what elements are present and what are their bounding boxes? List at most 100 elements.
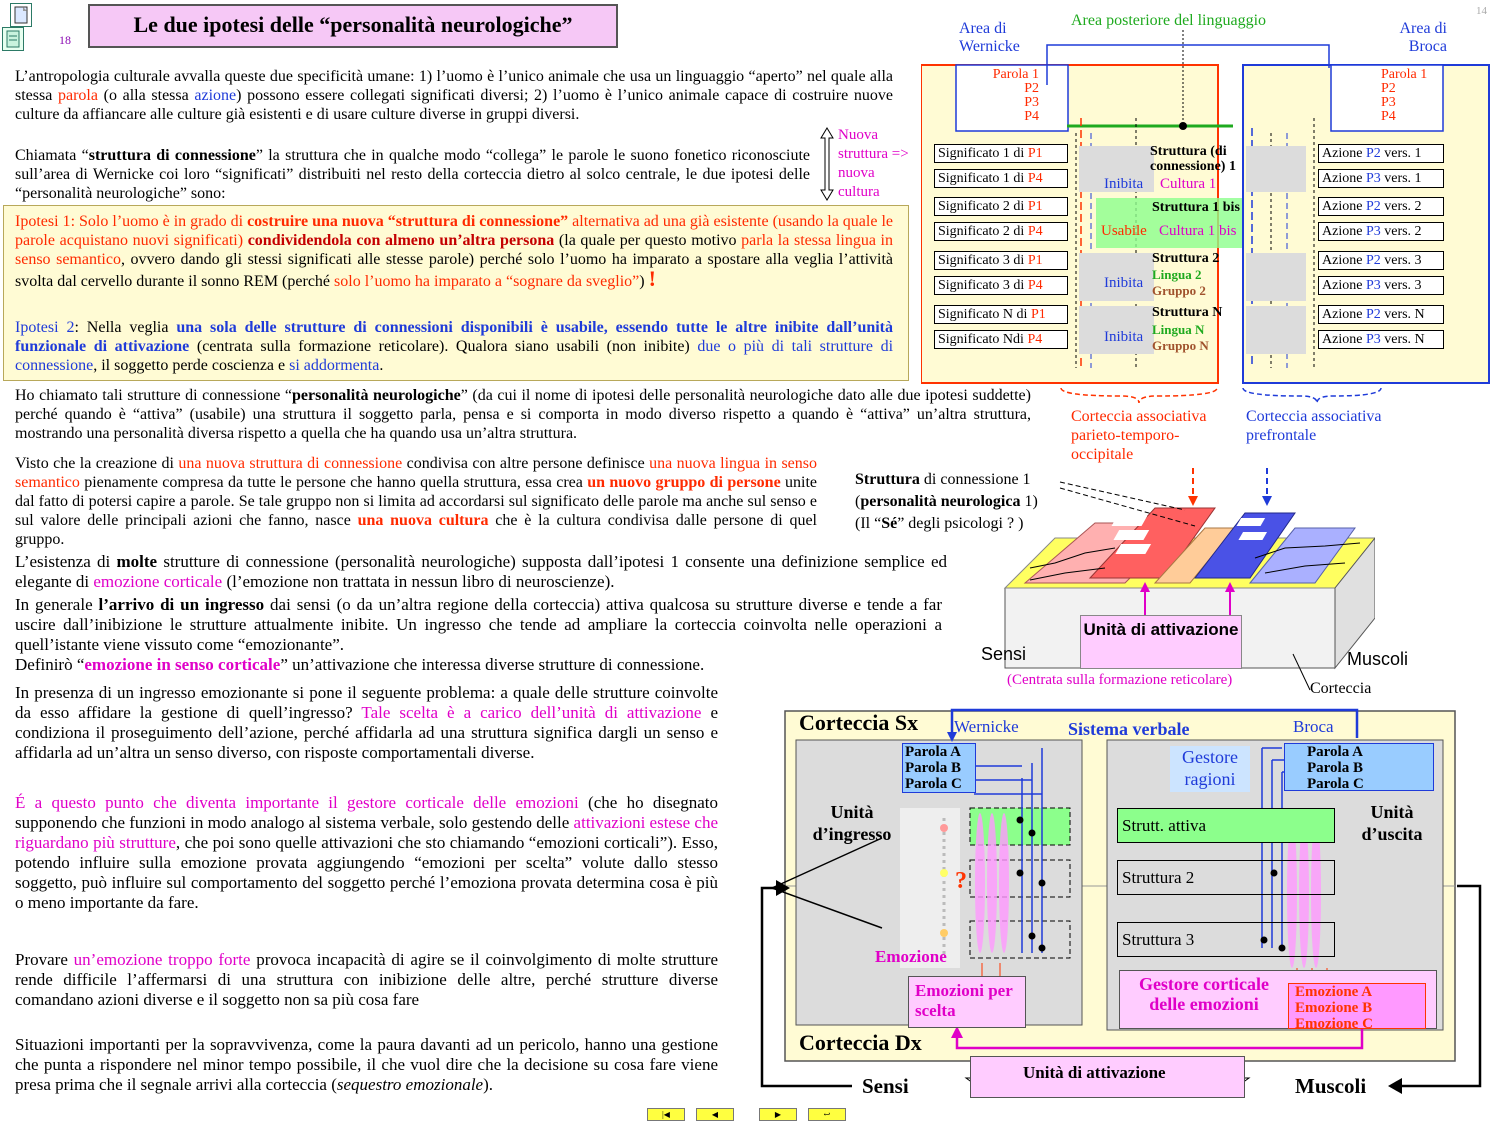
action-item: Azione P2 vers. 3: [1318, 251, 1444, 270]
label-verbal-system: Sistema verbale: [1068, 719, 1190, 739]
intro-paragraph-2: Chiamata “struttura di connessione” la s…: [15, 147, 810, 202]
next-page-button[interactable]: ▶: [759, 1108, 797, 1121]
paragraph-emotion-manager: É a questo punto che diventa importante …: [15, 793, 718, 912]
action-item: Azione P2 vers. 2: [1318, 197, 1444, 216]
label-language-n: Lingua N: [1152, 322, 1205, 337]
hypotheses-box: [3, 205, 909, 381]
label-area-broca: Area di Broca: [1399, 20, 1447, 55]
word-c: Parola C: [905, 776, 962, 792]
label-structure-1: Struttura (di connessione) 1: [1150, 144, 1236, 174]
action-item: Azione P3 vers. N: [1318, 330, 1444, 349]
label-culture-1bis: Cultura 1 bis: [1159, 223, 1237, 239]
label-group-n: Gruppo N: [1152, 338, 1209, 353]
action-item: Azione P2 vers. N: [1318, 305, 1444, 324]
paragraph-emotion-definition: L’esistenza di molte strutture di connes…: [15, 552, 947, 591]
paragraph-personalities: Ho chiamato tali strutture di connession…: [15, 387, 1031, 442]
structure-2-box: Struttura 2: [1117, 860, 1335, 895]
hypothesis-1: Ipotesi 1: Solo l’uomo è in grado di cos…: [15, 213, 894, 291]
active-structure-box: Strutt. attiva: [1117, 808, 1335, 843]
structure-3-box: Struttura 3: [1117, 922, 1335, 957]
notes-icon[interactable]: [2, 27, 24, 51]
emotion-c: Emozione C: [1295, 1016, 1373, 1032]
language-diagram: Area di Wernicke Area posteriore del lin…: [921, 8, 1501, 468]
paragraph-emotional-hijack: Situazioni importanti per la sopravviven…: [15, 1035, 718, 1094]
label-emotion: Emozione: [875, 947, 947, 966]
label-reticular: (Centrata sulla formazione reticolare): [1007, 672, 1233, 688]
word-item: P2: [1381, 81, 1396, 96]
label-input-unit: Unità d’ingresso: [812, 802, 892, 844]
word-item: Parola 1: [992, 67, 1039, 82]
meaning-item: Significato 1 di P4: [934, 169, 1068, 188]
meaning-item: Significato Ndi P4: [934, 330, 1068, 349]
word-item: P2: [1024, 81, 1039, 96]
activation-unit-label: Unità di attivazione: [1023, 1063, 1166, 1082]
word-item: P4: [1024, 109, 1039, 124]
emotion-system-diagram: Corteccia Sx Corteccia Dx Wernicke Siste…: [752, 708, 1497, 1113]
label-output-unit: Unità d’uscita: [1361, 802, 1423, 844]
label-area-wernicke: Area di Wernicke: [959, 20, 1020, 55]
intro-paragraph-1: L’antropologia culturale avvalla queste …: [15, 68, 894, 123]
action-item: Azione P3 vers. 2: [1318, 222, 1444, 241]
word-a: Parola A: [1307, 744, 1363, 760]
previous-page-button[interactable]: ◀: [696, 1108, 734, 1121]
label-cortex: Corteccia: [1310, 680, 1372, 697]
paragraph-new-culture: Visto che la creazione di una nuova stru…: [15, 455, 818, 548]
label-inhibited-2: Inibita: [1104, 275, 1144, 291]
first-page-button[interactable]: |◀: [647, 1108, 685, 1121]
emotion-b: Emozione B: [1295, 1000, 1373, 1016]
activation-unit-box: Unità di attivazione: [1080, 615, 1242, 669]
label-usable: Usabile: [1101, 223, 1147, 239]
cortex-3d-diagram: Struttura di connessione 1 (personalità …: [855, 468, 1408, 703]
label-culture-1: Cultura 1: [1160, 176, 1217, 192]
action-item: Azione P3 vers. 3: [1318, 276, 1444, 295]
label-area-posterior: Area posteriore del linguaggio: [1071, 12, 1267, 29]
label-muscles-bottom: Muscoli: [1295, 1074, 1367, 1098]
label-structure-1bis: Struttura 1 bis: [1152, 200, 1240, 215]
double-arrow-icon: [820, 127, 834, 201]
label-senses-bottom: Sensi: [862, 1074, 909, 1098]
paragraph-problem: In presenza di un ingresso emozionante s…: [15, 683, 719, 762]
word-item: Parola 1: [1381, 67, 1428, 82]
word-item: P3: [1381, 95, 1396, 110]
meaning-item: Significato 1 di P1: [934, 144, 1068, 163]
label-posterior-cortex: Corteccia associativa parieto-temporo-oc…: [1071, 408, 1207, 463]
corner-number: 14: [1476, 5, 1487, 17]
label-group-2: Gruppo 2: [1152, 283, 1206, 298]
emotion-manager-label: Gestore corticale delle emozioni: [1138, 974, 1270, 1014]
label-inhibited-n: Inibita: [1104, 329, 1144, 345]
label-prefrontal-cortex: Corteccia associativa prefrontale: [1246, 408, 1382, 444]
reasons-manager-box: Gestore ragioni: [1170, 746, 1250, 792]
emotion-manager-box: Gestore corticale delle emozioni Emozion…: [1119, 970, 1437, 1032]
label-muscles: Muscoli: [1347, 649, 1409, 669]
page-number: 18: [59, 33, 71, 47]
label-left-cortex: Corteccia Sx: [799, 710, 919, 735]
page-title: Le due ipotesi delle “personalità neurol…: [88, 4, 618, 48]
paragraph-input: In generale l’arrivo di un ingresso dai …: [15, 595, 942, 654]
label-broca: Broca: [1293, 717, 1334, 736]
label-inhibited-1: Inibita: [1104, 176, 1144, 192]
page-icon: [14, 6, 28, 24]
structure-label: Struttura di connessione 1 (personalità …: [855, 471, 1038, 532]
document-icon[interactable]: [10, 3, 32, 27]
label-structure-n: Struttura N: [1152, 305, 1223, 320]
label-senses: Sensi: [981, 644, 1027, 664]
word-b: Parola B: [905, 760, 961, 776]
label-language-2: Lingua 2: [1152, 267, 1202, 282]
paragraph-strong-emotion: Provare un’emozione troppo forte provoca…: [15, 950, 718, 1009]
action-item: Azione P2 vers. 1: [1318, 144, 1444, 163]
action-item: Azione P3 vers. 1: [1318, 169, 1444, 188]
back-button[interactable]: ↩: [808, 1108, 846, 1121]
meaning-item: Significato 3 di P4: [934, 276, 1068, 295]
label-wernicke: Wernicke: [954, 717, 1019, 736]
hypothesis-2: Ipotesi 2: Nella veglia una sola delle s…: [15, 319, 894, 374]
label-right-cortex: Corteccia Dx: [799, 1030, 922, 1055]
label-structure-2: Struttura 2: [1152, 251, 1220, 266]
new-culture-note: Nuova struttura => nuova cultura: [838, 127, 909, 200]
meaning-item: Significato N di P1: [934, 305, 1068, 324]
meaning-item: Significato 2 di P1: [934, 197, 1068, 216]
word-c: Parola C: [1307, 776, 1364, 792]
